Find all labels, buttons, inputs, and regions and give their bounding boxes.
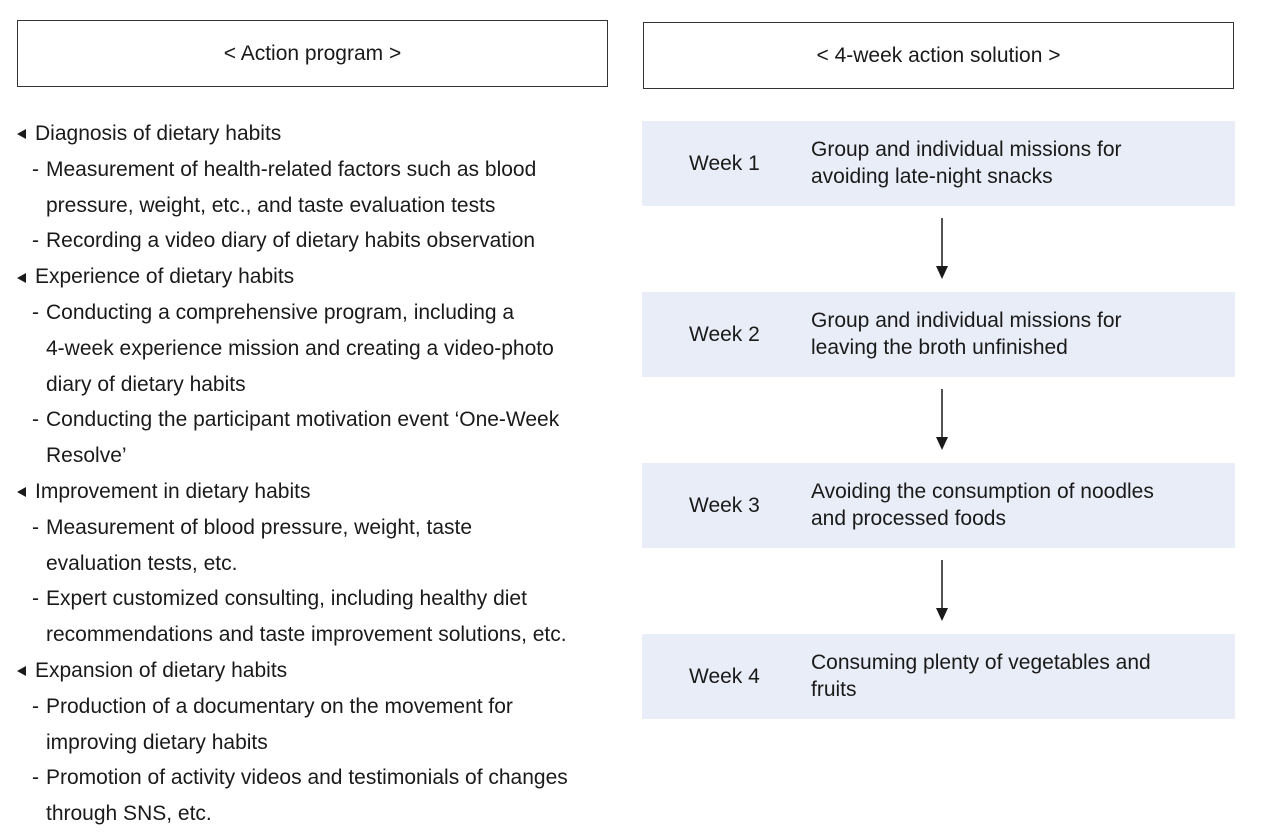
section-title-text: Diagnosis of dietary habits [35, 122, 282, 145]
dash-marker: - [32, 694, 39, 718]
section-title: Experience of dietary habits [17, 259, 617, 295]
list-item: - Measurement of health-related factors … [17, 152, 617, 224]
dash-marker: - [32, 300, 39, 324]
week-2-box: Week 2 Group and individual missions for… [642, 292, 1235, 377]
week-description-line: Group and individual missions for [811, 309, 1122, 332]
week-description-line: leaving the broth unfinished [811, 335, 1068, 359]
list-item-line: Resolve’ [46, 444, 127, 468]
list-item: - Measurement of blood pressure, weight,… [17, 510, 617, 582]
list-item-line: evaluation tests, etc. [46, 551, 238, 575]
week-1-box: Week 1 Group and individual missions for… [642, 121, 1235, 206]
list-item: - Expert customized consulting, includin… [17, 581, 617, 653]
list-item-line: Promotion of activity videos and testimo… [46, 766, 568, 790]
section-title-text: Improvement in dietary habits [35, 479, 311, 503]
week-description-line: and processed foods [811, 506, 1006, 530]
program-section-improvement: Improvement in dietary habits - Measurem… [17, 474, 617, 653]
list-item: - Recording a video diary of dietary hab… [17, 223, 617, 259]
week-label: Week 1 [689, 151, 760, 175]
triangle-bullet-icon [17, 272, 26, 283]
dash-marker: - [32, 229, 39, 253]
week-description-line: fruits [811, 677, 857, 701]
down-arrow-icon [936, 389, 948, 450]
week-description-line: Group and individual missions for [811, 138, 1122, 161]
list-item-line: improving dietary habits [46, 730, 268, 754]
section-title-text: Experience of dietary habits [35, 265, 295, 289]
list-item-line: Expert customized consulting, including … [46, 587, 527, 611]
section-title: Diagnosis of dietary habits [17, 116, 617, 152]
list-item-line: pressure, weight, etc., and taste evalua… [46, 193, 496, 217]
triangle-bullet-icon [17, 487, 26, 498]
action-program-list: Diagnosis of dietary habits - Measuremen… [17, 116, 617, 832]
dash-marker: - [32, 408, 39, 432]
week-label: Week 3 [689, 493, 760, 517]
dash-marker: - [32, 766, 39, 790]
list-item: - Conducting a comprehensive program, in… [17, 295, 617, 402]
dash-marker: - [32, 157, 39, 181]
triangle-bullet-icon [17, 129, 26, 140]
list-item-line: Conducting the participant motivation ev… [46, 408, 560, 432]
action-solution-header: < 4-week action solution > [643, 22, 1234, 89]
list-item: - Promotion of activity videos and testi… [17, 760, 617, 832]
action-program-header-text: < Action program > [223, 41, 402, 65]
program-section-expansion: Expansion of dietary habits - Production… [17, 653, 617, 832]
list-item-line: through SNS, etc. [46, 802, 212, 826]
list-item-line: diary of dietary habits [46, 372, 246, 396]
list-item-line: Production of a documentary on the movem… [46, 694, 513, 718]
week-label: Week 4 [689, 664, 760, 688]
program-section-experience: Experience of dietary habits - Conductin… [17, 259, 617, 474]
section-title: Improvement in dietary habits [17, 474, 617, 510]
week-label: Week 2 [689, 322, 760, 346]
down-arrow-icon [936, 218, 948, 279]
week-description-line: Avoiding the consumption of noodles [811, 480, 1154, 503]
section-title: Expansion of dietary habits [17, 653, 617, 689]
week-description: Group and individual missions for leavin… [811, 292, 1221, 377]
list-item-line: Measurement of health-related factors su… [46, 157, 537, 181]
list-item-line: Conducting a comprehensive program, incl… [46, 300, 515, 324]
action-solution-header-text: < 4-week action solution > [816, 43, 1061, 67]
dash-marker: - [32, 587, 39, 611]
section-title-text: Expansion of dietary habits [35, 658, 288, 682]
list-item: - Conducting the participant motivation … [17, 402, 617, 474]
list-item: - Production of a documentary on the mov… [17, 689, 617, 761]
week-description-line: avoiding late-night snacks [811, 164, 1053, 188]
list-item-line: Recording a video diary of dietary habit… [46, 229, 536, 253]
list-item-line: recommendations and taste improvement so… [46, 623, 567, 647]
week-4-box: Week 4 Consuming plenty of vegetables an… [642, 634, 1235, 719]
dash-marker: - [32, 515, 39, 539]
program-section-diagnosis: Diagnosis of dietary habits - Measuremen… [17, 116, 617, 259]
week-description-line: Consuming plenty of vegetables and [811, 651, 1151, 674]
list-item-line: Measurement of blood pressure, weight, t… [46, 515, 473, 539]
week-description: Group and individual missions for avoidi… [811, 121, 1221, 206]
week-description: Avoiding the consumption of noodles and … [811, 463, 1221, 548]
action-program-header: < Action program > [17, 20, 608, 87]
week-3-box: Week 3 Avoiding the consumption of noodl… [642, 463, 1235, 548]
week-description: Consuming plenty of vegetables and fruit… [811, 634, 1221, 719]
triangle-bullet-icon [17, 666, 26, 677]
down-arrow-icon [936, 560, 948, 621]
list-item-line: 4-week experience mission and creating a… [46, 336, 554, 360]
